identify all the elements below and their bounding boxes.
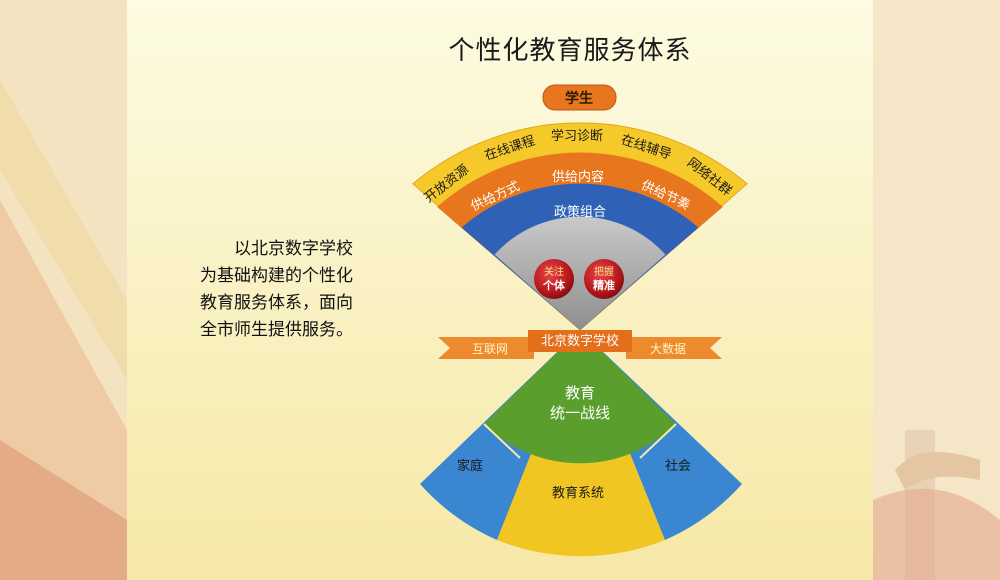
segment-divider (483, 423, 677, 459)
ball-label-top: 把握 (594, 265, 614, 278)
right-side-panel (873, 0, 1000, 580)
description-line: 为基础构建的个性化 (200, 266, 353, 286)
student-badge-label: 学生 (565, 90, 593, 107)
core-label-line1: 教育 (565, 384, 595, 402)
ball-label-bottom: 精准 (593, 278, 615, 292)
left-decor-rays (0, 80, 127, 380)
banner-left-label: 互联网 (472, 342, 508, 356)
ball-focus-individual: 关注 个体 (534, 259, 574, 299)
outer-ring-label: 学习诊断 (551, 128, 603, 144)
student-badge: 学生 (542, 84, 617, 111)
description: 以北京数字学校 为基础构建的个性化 教育服务体系，面向 全市师生提供服务。 (200, 236, 400, 344)
page-title: 个性化教育服务体系 (448, 36, 692, 66)
segment-label-education-system: 教育系统 (552, 485, 604, 501)
description-line: 教育服务体系，面向 (200, 293, 353, 313)
ball-label-top: 关注 (544, 265, 564, 278)
banner-right-label: 大数据 (650, 341, 686, 356)
blue-ring-label: 政策组合 (554, 204, 606, 220)
segment-label-family: 家庭 (457, 458, 483, 474)
description-line: 全市师生提供服务。 (200, 320, 353, 340)
orange-ring-label: 供给内容 (552, 169, 604, 185)
banner-center-label: 北京数字学校 (541, 333, 619, 349)
description-line: 以北京数字学校 (234, 239, 353, 259)
green-core-segment (484, 330, 676, 464)
core-label-line2: 统一战线 (550, 404, 610, 422)
banner-ribbon: 互联网 北京数字学校 大数据 (438, 330, 722, 359)
ball-label-bottom: 个体 (542, 278, 566, 292)
ball-grasp-precision: 把握 精准 (584, 259, 624, 299)
gray-core-segment (494, 216, 666, 330)
segment-label-society: 社会 (665, 458, 691, 474)
